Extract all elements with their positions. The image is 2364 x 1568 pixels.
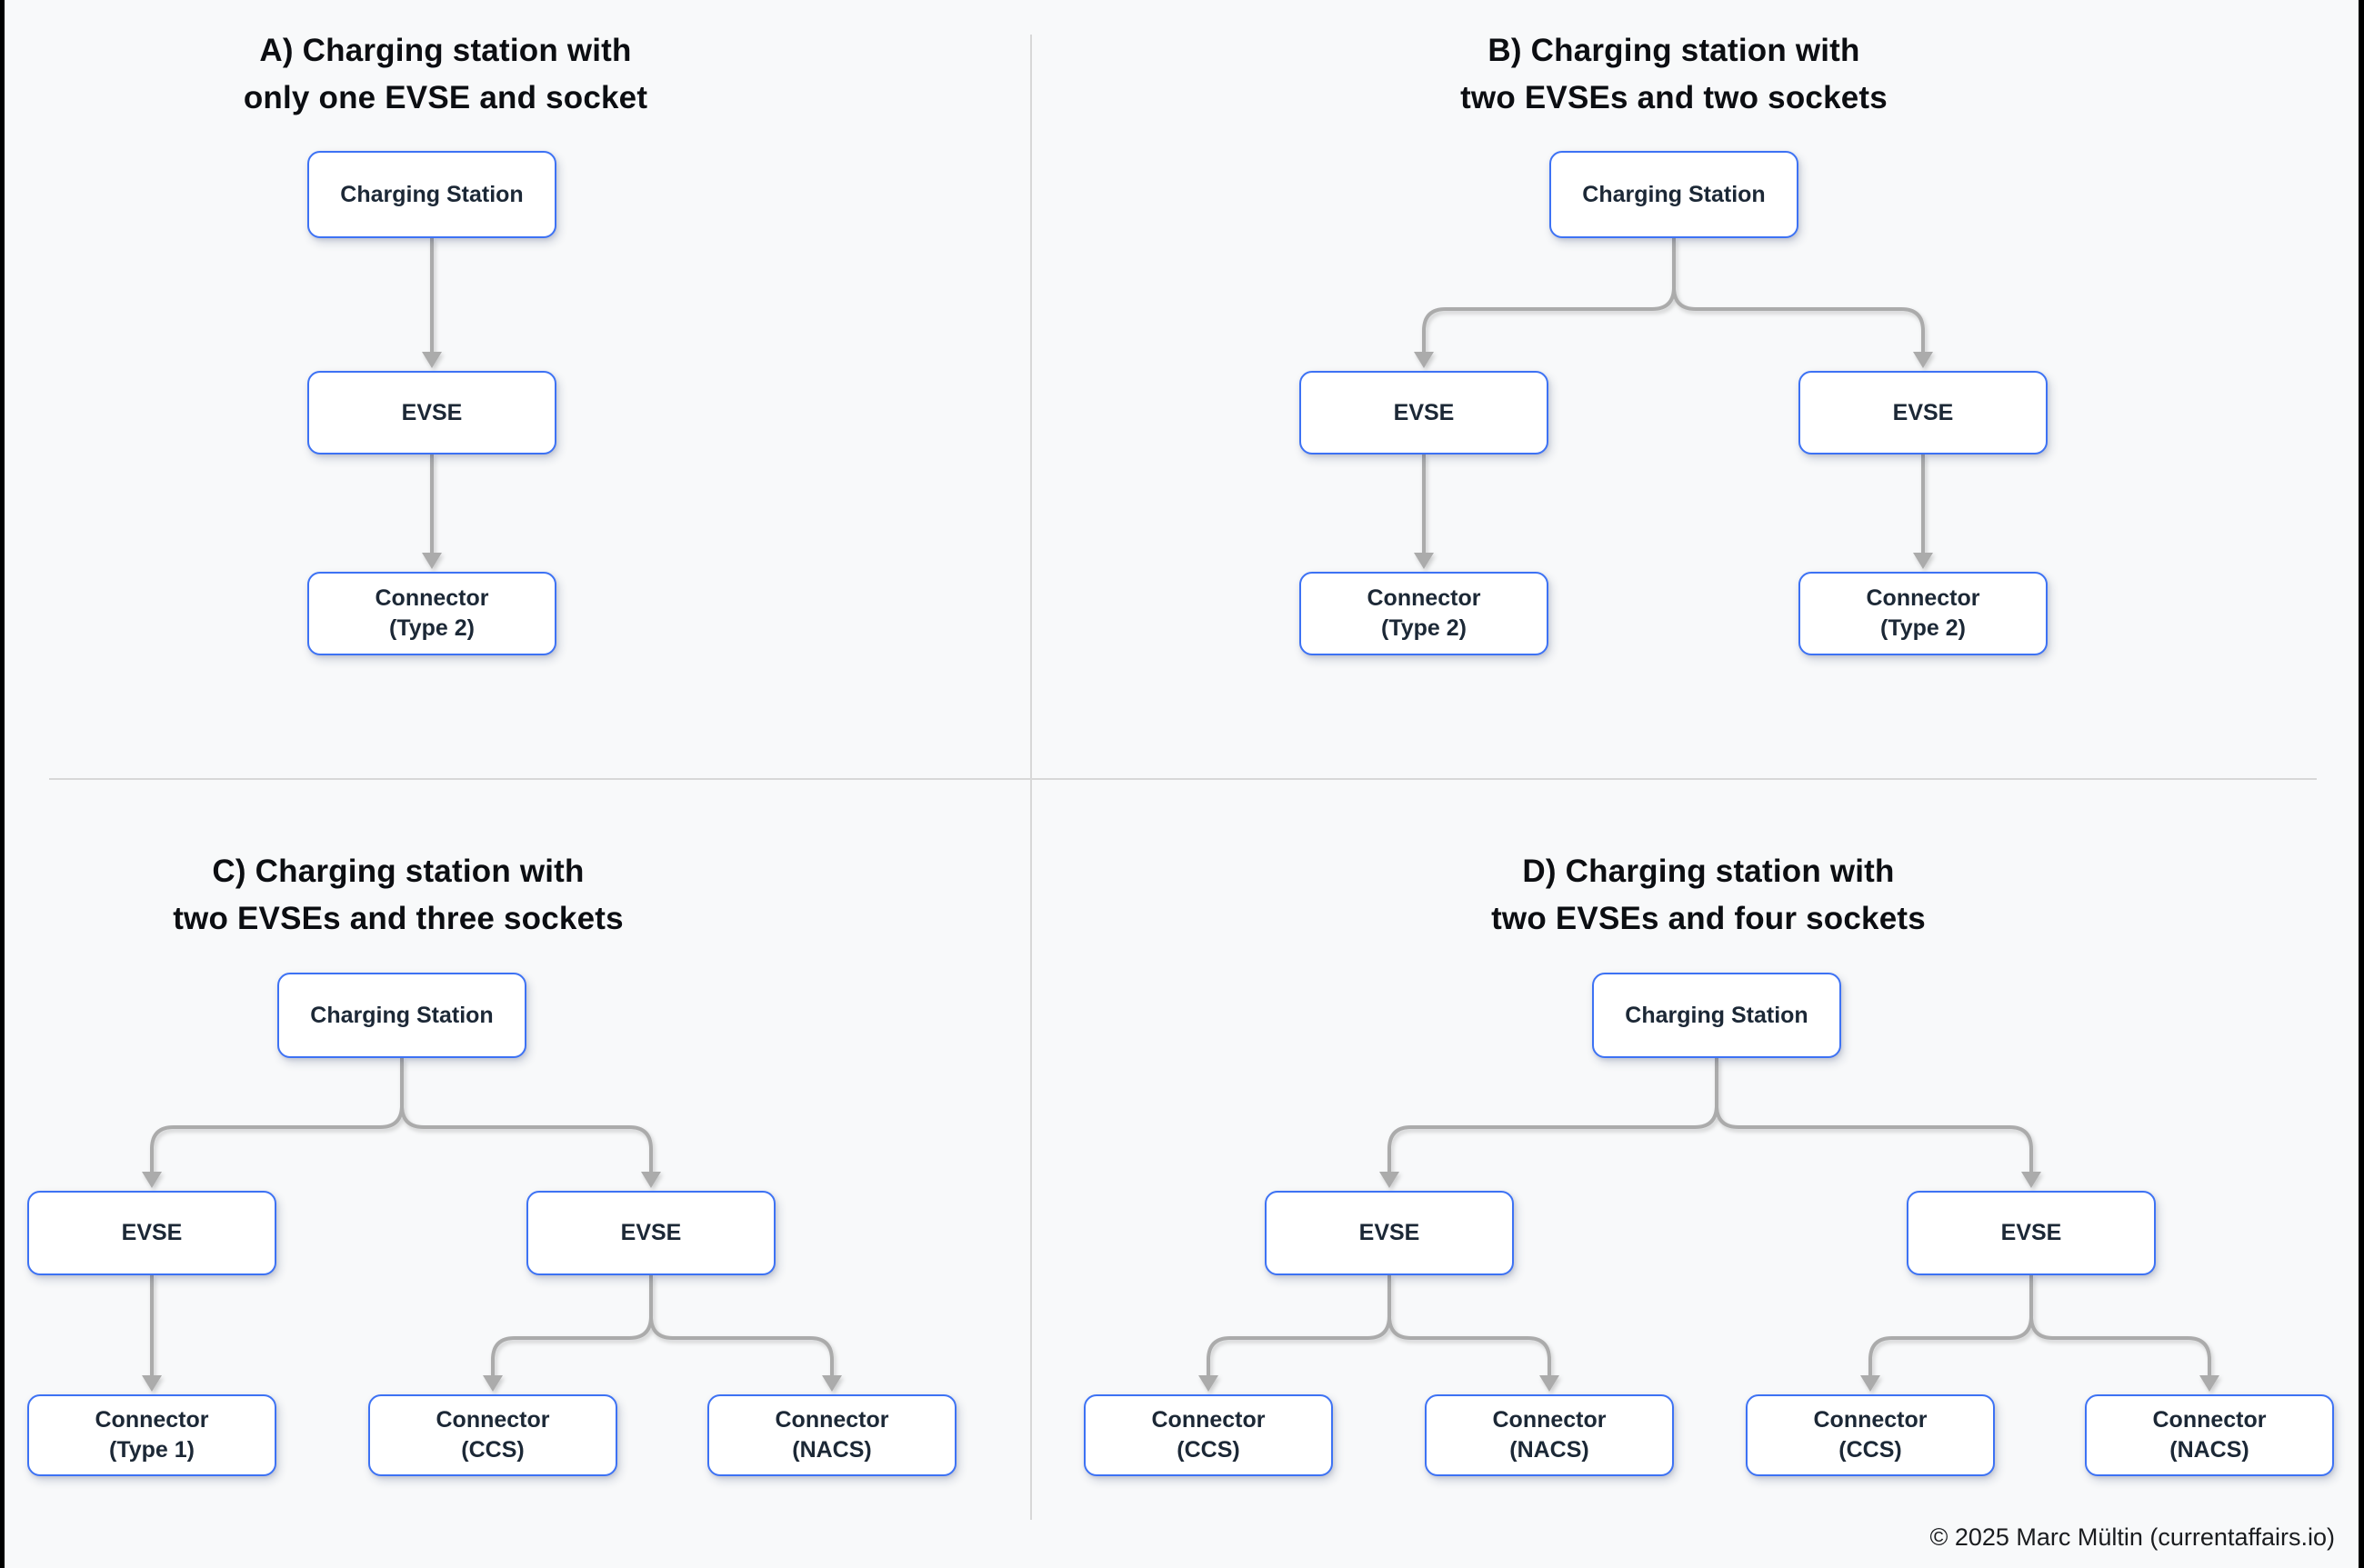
divider-horizontal	[49, 778, 2317, 780]
node-label: EVSE	[401, 399, 463, 425]
node-label-line1: Connector	[2152, 1407, 2267, 1433]
node-label: EVSE	[2000, 1220, 2062, 1245]
edge-strip-right	[2359, 0, 2364, 1568]
node-d-connector-ccs-right: Connector (CCS)	[1746, 1394, 1995, 1476]
node-label-line1: Connector	[1813, 1407, 1928, 1433]
node-label-line1: Connector	[95, 1407, 209, 1433]
node-label-line2: (CCS)	[461, 1437, 525, 1463]
arrowhead-d-evse-left	[1379, 1172, 1399, 1188]
node-c-connector-nacs: Connector (NACS)	[707, 1394, 957, 1476]
quadrant-a-title-line2: only one EVSE and socket	[243, 80, 648, 115]
quadrant-b-title: B) Charging station with two EVSEs and t…	[1310, 27, 2038, 122]
node-label-line2: (Type 2)	[1880, 615, 1966, 641]
arrowhead-a-evse-connector	[422, 553, 442, 569]
node-label-line2: (CCS)	[1838, 1437, 1902, 1463]
node-label-line1: Connector	[775, 1407, 889, 1433]
arrowhead-b-evse-left	[1414, 352, 1434, 368]
arrowhead-c-evse-left	[142, 1172, 162, 1188]
node-label-line2: (NACS)	[792, 1437, 872, 1463]
node-c-connector-type1: Connector (Type 1)	[27, 1394, 276, 1476]
divider-vertical	[1030, 35, 1032, 1520]
arrow-c-evseR-connector-ccs	[491, 1275, 653, 1377]
node-a-charging-station: Charging Station	[307, 151, 556, 238]
node-label: Charging Station	[340, 181, 524, 207]
arrowhead-d-evseR-nacs	[2199, 1375, 2219, 1392]
node-label: Charging Station	[1582, 181, 1766, 207]
node-c-charging-station: Charging Station	[277, 973, 526, 1058]
node-b-evse-right: EVSE	[1798, 371, 2048, 454]
node-c-connector-ccs: Connector (CCS)	[368, 1394, 617, 1476]
quadrant-d-title-line2: two EVSEs and four sockets	[1491, 901, 1926, 936]
node-label-line2: (NACS)	[2169, 1437, 2249, 1463]
arrowhead-c-evseL-connector	[142, 1375, 162, 1392]
node-d-evse-left: EVSE	[1265, 1191, 1514, 1275]
node-label-line1: Connector	[436, 1407, 550, 1433]
arrowhead-d-evseL-nacs	[1539, 1375, 1559, 1392]
arrow-b-station-evse-left	[1422, 238, 1676, 354]
arrow-d-evseR-connector-nacs	[2029, 1275, 2211, 1377]
quadrant-d-title: D) Charging station with two EVSEs and f…	[1345, 848, 2072, 943]
arrowhead-b-evse-right	[1913, 352, 1933, 368]
node-label: EVSE	[620, 1220, 682, 1245]
node-label-line1: Connector	[375, 585, 489, 611]
node-label: Charging Station	[1625, 1002, 1808, 1028]
arrow-d-evseL-connector-nacs	[1387, 1275, 1551, 1377]
node-d-connector-nacs-right: Connector (NACS)	[2085, 1394, 2334, 1476]
edge-strip-left	[0, 0, 5, 1568]
node-label-line2: (Type 2)	[389, 615, 475, 641]
arrowhead-c-connector-nacs	[822, 1375, 842, 1392]
arrowhead-b-evseR-connector	[1913, 553, 1933, 569]
arrowhead-a-station-evse	[422, 352, 442, 368]
node-label: EVSE	[1393, 399, 1455, 425]
node-label-line1: Connector	[1492, 1407, 1607, 1433]
arrowhead-b-evseL-connector	[1414, 553, 1434, 569]
arrow-c-station-evse-right	[400, 1058, 653, 1174]
quadrant-c-title-line2: two EVSEs and three sockets	[173, 901, 624, 936]
node-label: Charging Station	[310, 1002, 494, 1028]
arrow-c-evseR-connector-nacs	[649, 1275, 834, 1377]
arrow-d-evseL-connector-ccs	[1207, 1275, 1391, 1377]
node-b-connector-type2-left: Connector (Type 2)	[1299, 572, 1548, 655]
node-label: EVSE	[121, 1220, 183, 1245]
node-a-connector-type2: Connector (Type 2)	[307, 572, 556, 655]
node-label-line2: (CCS)	[1177, 1437, 1240, 1463]
quadrant-a-title: A) Charging station with only one EVSE a…	[82, 27, 809, 122]
node-d-connector-ccs-left: Connector (CCS)	[1084, 1394, 1333, 1476]
arrowhead-c-evse-right	[641, 1172, 661, 1188]
quadrant-a-title-line1: A) Charging station with	[259, 33, 632, 68]
node-d-charging-station: Charging Station	[1592, 973, 1841, 1058]
node-label: EVSE	[1358, 1220, 1420, 1245]
quadrant-d-title-line1: D) Charging station with	[1522, 854, 1895, 889]
node-label-line1: Connector	[1367, 585, 1481, 611]
node-label-line2: (NACS)	[1509, 1437, 1589, 1463]
arrow-d-evseR-connector-ccs	[1868, 1275, 2033, 1377]
arrowhead-d-evseL-ccs	[1198, 1375, 1218, 1392]
node-c-evse-left: EVSE	[27, 1191, 276, 1275]
arrow-b-station-evse-right	[1672, 238, 1925, 354]
quadrant-b-title-line1: B) Charging station with	[1488, 33, 1860, 68]
quadrant-b-title-line2: two EVSEs and two sockets	[1460, 80, 1888, 115]
node-b-charging-station: Charging Station	[1549, 151, 1798, 238]
node-b-connector-type2-right: Connector (Type 2)	[1798, 572, 2048, 655]
arrow-d-station-evse-left	[1387, 1058, 1718, 1174]
node-d-connector-nacs-left: Connector (NACS)	[1425, 1394, 1674, 1476]
quadrant-c-title-line1: C) Charging station with	[212, 854, 585, 889]
node-label-line1: Connector	[1866, 585, 1980, 611]
arrow-d-station-evse-right	[1715, 1058, 2033, 1174]
arrowhead-d-evse-right	[2021, 1172, 2041, 1188]
node-b-evse-left: EVSE	[1299, 371, 1548, 454]
footer-credit: © 2025 Marc Mültin (currentaffairs.io)	[1929, 1523, 2335, 1551]
node-a-evse: EVSE	[307, 371, 556, 454]
node-label: EVSE	[1892, 399, 1954, 425]
node-label-line1: Connector	[1151, 1407, 1266, 1433]
node-c-evse-right: EVSE	[526, 1191, 776, 1275]
node-label-line2: (Type 1)	[109, 1437, 195, 1463]
quadrant-c-title: C) Charging station with two EVSEs and t…	[35, 848, 762, 943]
node-label-line2: (Type 2)	[1381, 615, 1467, 641]
arrowhead-d-evseR-ccs	[1860, 1375, 1880, 1392]
node-d-evse-right: EVSE	[1907, 1191, 2156, 1275]
arrow-c-station-evse-left	[150, 1058, 404, 1174]
arrowhead-c-connector-ccs	[483, 1375, 503, 1392]
